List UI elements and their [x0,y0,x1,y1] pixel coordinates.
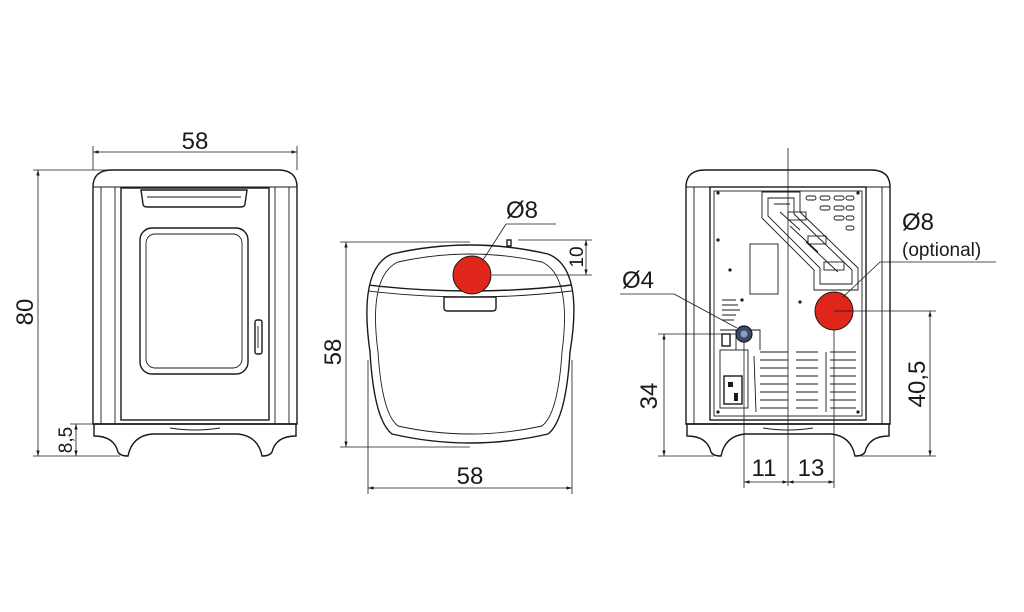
top-view: Ø8 10 58 58 [320,197,592,494]
front-view: 58 80 8,5 [12,128,298,457]
front-foot-height-label: 8,5 [56,427,77,453]
rear-optional-note: (optional) [902,240,981,261]
front-width-label: 58 [182,128,209,155]
top-width-label: 58 [457,463,484,490]
upper-vent-slots [805,195,855,231]
top-flue-outlet [452,255,492,295]
rear-air-inlet-label: Ø4 [622,267,654,294]
rear-optional-flue-label: Ø8 [902,209,934,236]
top-depth-label: 58 [320,339,347,366]
top-flue-diameter-label: Ø8 [506,197,538,224]
top-flue-offset-label: 10 [567,246,588,267]
rear-view: Ø4 Ø8 (optional) 34 40,5 11 13 [620,148,996,488]
front-height-label: 80 [12,299,39,326]
lower-vent-grid [753,351,856,413]
rear-left-offset-label: 11 [752,455,777,482]
rear-right-offset-label: 13 [798,455,825,482]
rear-air-inlet-height-label: 34 [636,383,663,410]
rear-optional-flue-height-label: 40,5 [904,361,931,408]
